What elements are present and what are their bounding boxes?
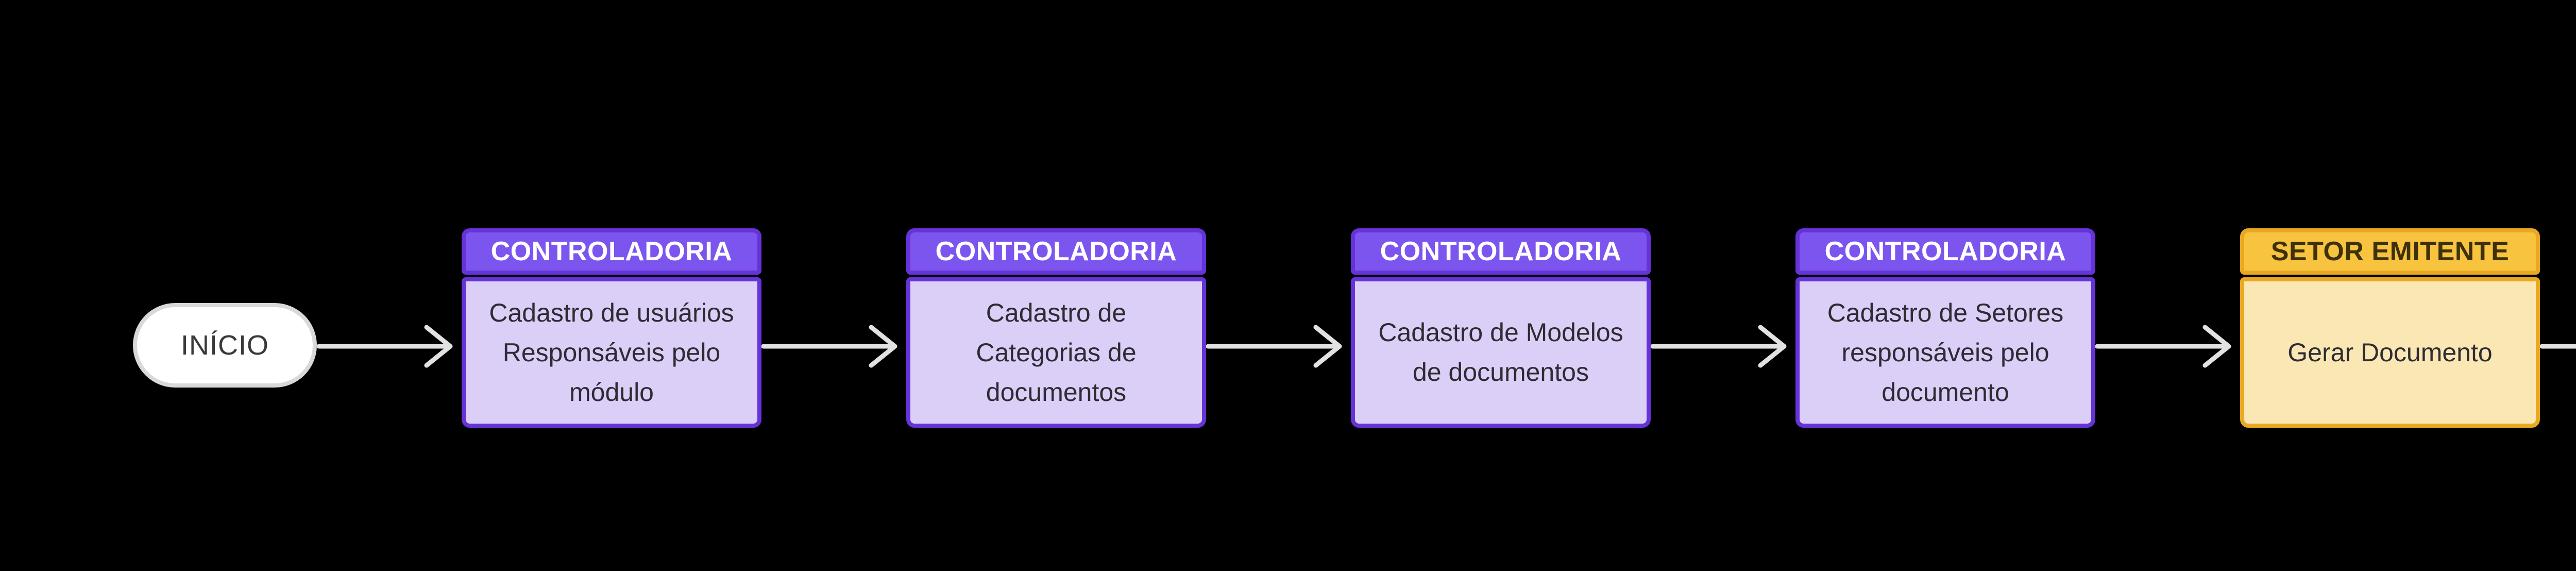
card-body: Cadastro de Modelos de documentos [1351, 277, 1651, 428]
flow-arrow [761, 325, 897, 368]
card-body: Cadastro de Categorias de documentos [906, 277, 1206, 428]
process-card-users: CONTROLADORIA Cadastro de usuários Respo… [462, 228, 761, 428]
card-header-label: CONTROLADORIA [1824, 237, 2066, 266]
flow-arrow [2095, 325, 2231, 368]
card-header-label: CONTROLADORIA [1380, 237, 1622, 266]
start-node-label: INÍCIO [180, 330, 269, 361]
flow-row: INÍCIO CONTROLADORIA Cadastro de usuário… [133, 228, 2576, 451]
card-header: CONTROLADORIA [906, 228, 1206, 275]
card-header-label: CONTROLADORIA [935, 237, 1177, 266]
flow-arrow [317, 325, 453, 368]
card-body-label: Gerar Documento [2287, 338, 2493, 367]
card-body-label: Cadastro de usuários Responsáveis pelo m… [489, 298, 734, 407]
card-body-label: Cadastro de Categorias de documentos [976, 298, 1137, 407]
card-header: CONTROLADORIA [1795, 228, 2095, 275]
flow-arrow [1206, 325, 1342, 368]
card-header: SETOR EMITENTE [2240, 228, 2540, 275]
card-header: CONTROLADORIA [1351, 228, 1651, 275]
card-body-label: Cadastro de Setores responsáveis pelo do… [1827, 298, 2064, 407]
process-card-gerar-documento: SETOR EMITENTE Gerar Documento [2240, 228, 2540, 428]
card-header: CONTROLADORIA [462, 228, 761, 275]
process-card-categorias: CONTROLADORIA Cadastro de Categorias de … [906, 228, 1206, 428]
card-header-label: CONTROLADORIA [490, 237, 733, 266]
flow-arrow [1651, 325, 1787, 368]
card-body: Gerar Documento [2240, 277, 2540, 428]
start-node: INÍCIO [133, 303, 317, 388]
card-body-label: Cadastro de Modelos de documentos [1378, 318, 1623, 387]
flow-arrow [2540, 344, 2576, 349]
card-body: Cadastro de usuários Responsáveis pelo m… [462, 277, 761, 428]
process-card-modelos: CONTROLADORIA Cadastro de Modelos de doc… [1351, 228, 1651, 428]
card-header-label: SETOR EMITENTE [2270, 237, 2510, 266]
card-body: Cadastro de Setores responsáveis pelo do… [1795, 277, 2095, 428]
process-card-setores: CONTROLADORIA Cadastro de Setores respon… [1795, 228, 2095, 428]
